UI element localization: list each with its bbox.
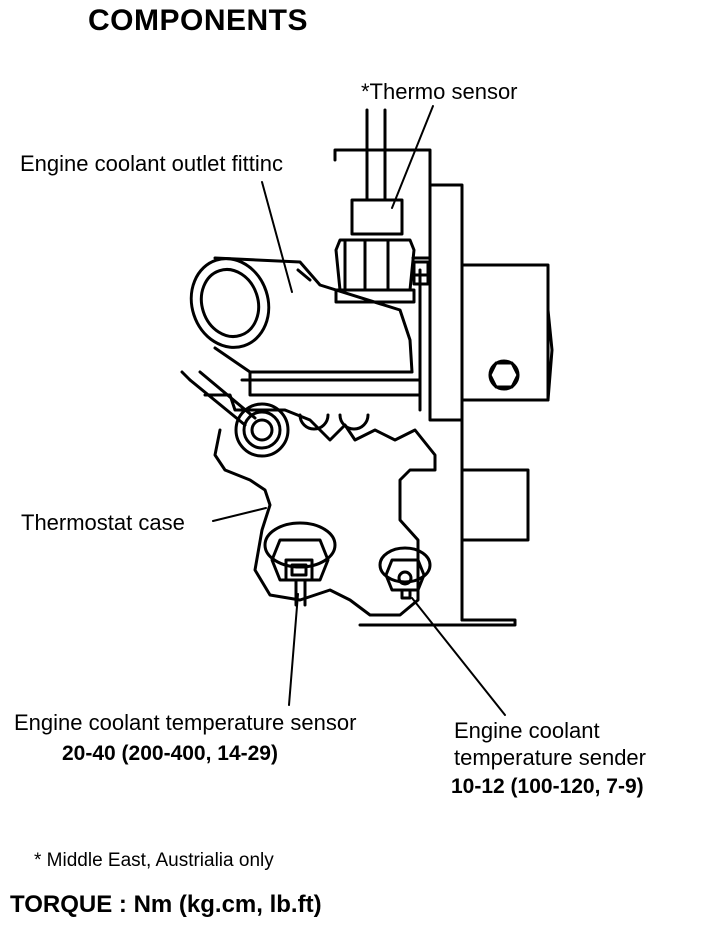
outlet-fitting-body	[213, 256, 414, 374]
thermostat-case-outline	[203, 393, 437, 617]
leader-ect-sensor	[288, 593, 299, 706]
ect-sender-torque: 10-12 (100-120, 7-9)	[451, 775, 644, 798]
ect-sensor-boss	[263, 521, 337, 569]
ect-sender-boss	[378, 546, 432, 584]
label-ect-sender-line1: Engine coolant	[454, 718, 600, 743]
label-ect-sender-line2: temperature sender	[454, 745, 646, 770]
engine-block-outline	[333, 148, 554, 627]
label-outlet-fitting: Engine coolant outlet fittinc	[20, 151, 283, 176]
outlet-fitting-mouth	[189, 257, 271, 349]
thermo-sensor-hex-nut	[334, 238, 416, 292]
leader-outlet-fitting	[261, 181, 293, 293]
label-thermo-sensor: *Thermo sensor	[361, 79, 518, 104]
case-bolt-washer	[234, 402, 290, 458]
leader-thermo-sensor	[391, 105, 434, 209]
page-title: COMPONENTS	[88, 4, 309, 37]
leader-ect-sender	[411, 597, 506, 716]
footnote: * Middle East, Austrialia only	[34, 850, 274, 871]
ect-sensor-torque: 20-40 (200-400, 14-29)	[62, 742, 278, 765]
label-thermostat-case: Thermostat case	[21, 510, 185, 535]
case-bolt-head	[180, 370, 192, 382]
label-ect-sensor: Engine coolant temperature sensor	[14, 710, 357, 735]
ect-sender-hex	[384, 558, 426, 592]
thermo-sensor-wire	[365, 108, 387, 202]
mounting-plate	[428, 183, 464, 422]
leader-thermostat-case	[212, 507, 267, 522]
thermo-sensor-body	[350, 198, 404, 236]
ect-sensor-hex	[270, 538, 330, 582]
torque-legend: TORQUE : Nm (kg.cm, lb.ft)	[10, 891, 322, 918]
